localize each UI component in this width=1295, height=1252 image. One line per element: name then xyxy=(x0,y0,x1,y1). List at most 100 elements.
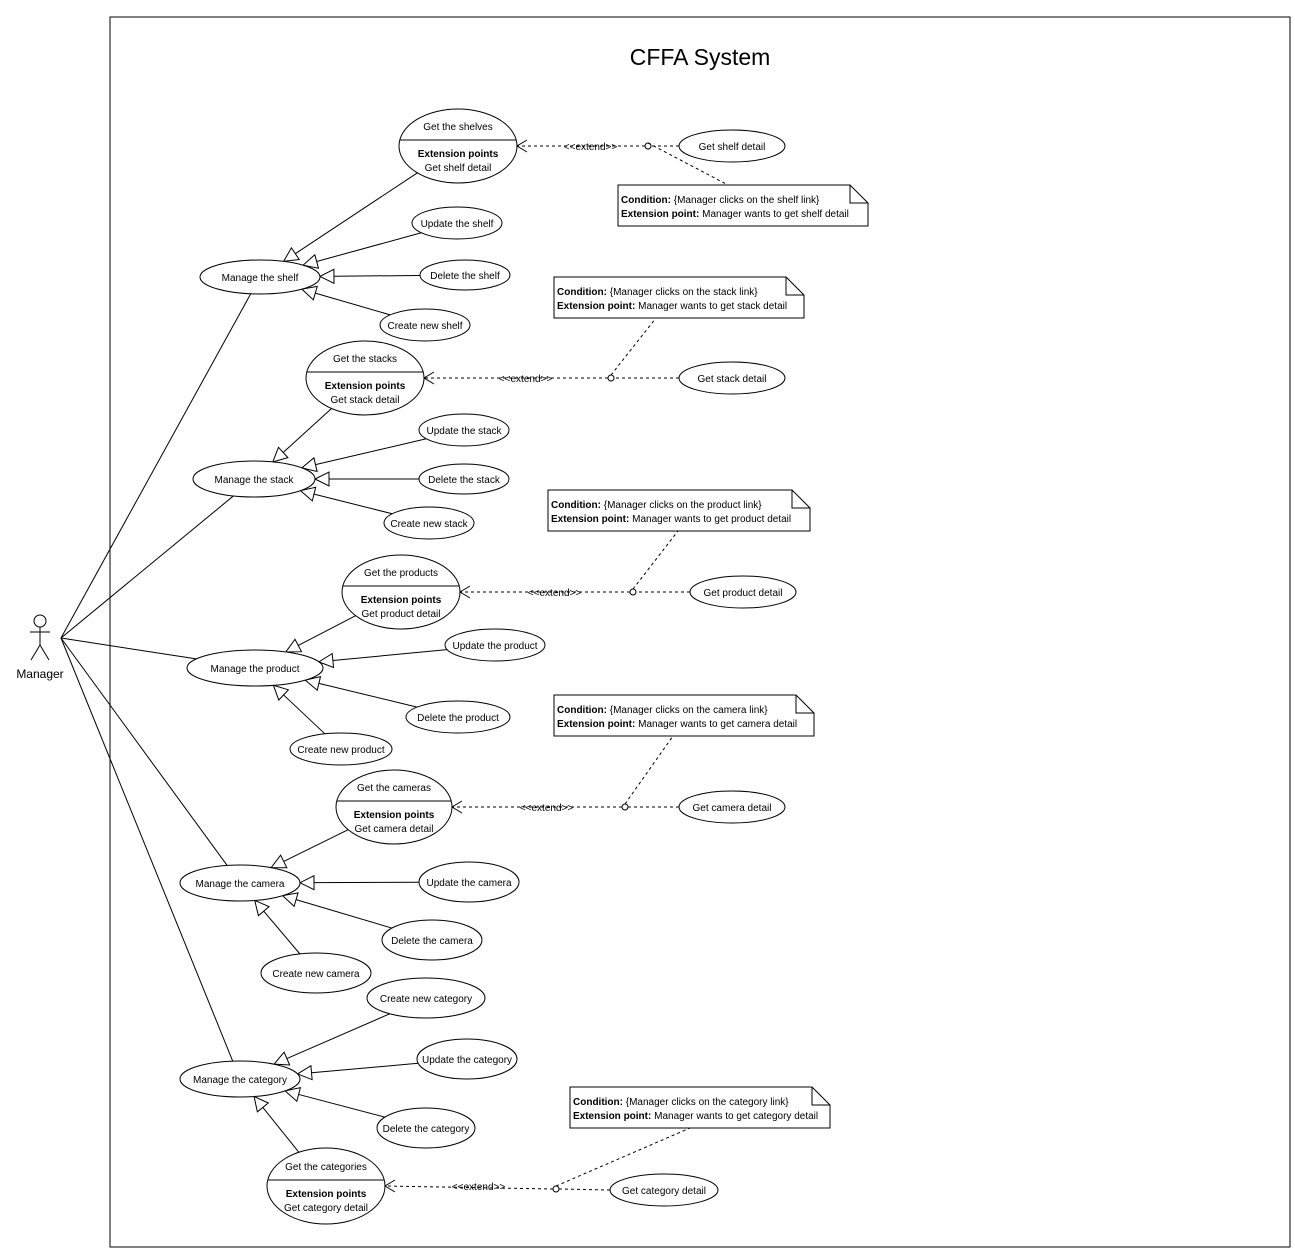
create-new-category-generalization-line xyxy=(286,1013,390,1060)
extend-stereotype-label: <<extend>> xyxy=(528,588,582,599)
actor-head-icon xyxy=(33,614,47,628)
use-case-manage-the-camera-shape xyxy=(179,864,301,902)
use-case-create-new-stack[interactable]: Create new stack xyxy=(383,506,475,540)
use-case-delete-the-shelf[interactable]: Delete the shelf xyxy=(419,259,511,291)
use-case-update-the-shelf[interactable]: Update the shelf xyxy=(411,206,503,240)
use-case-create-new-camera[interactable]: Create new camera xyxy=(260,952,372,994)
use-case-delete-the-camera-label: Delete the camera xyxy=(391,936,473,947)
use-case-delete-the-product[interactable]: Delete the product xyxy=(405,700,511,734)
actor-association-manage-the-category xyxy=(60,637,234,1062)
extend-stereotype-label: <<extend>> xyxy=(564,142,618,153)
use-case-manage-the-stack[interactable]: Manage the stack xyxy=(192,460,316,498)
actor-right-leg-icon xyxy=(39,644,50,661)
use-case-delete-the-shelf-label: Delete the shelf xyxy=(430,271,500,282)
use-case-update-the-product[interactable]: Update the product xyxy=(444,628,546,662)
extension-point-knot-icon xyxy=(552,1185,560,1193)
use-case-name: Get the cameras xyxy=(357,783,431,794)
use-case-update-the-camera-shape xyxy=(418,861,520,903)
extension-point-knot-icon xyxy=(607,374,615,382)
note-extension-label: Extension point: xyxy=(557,301,635,312)
use-case-manage-the-camera[interactable]: Manage the camera xyxy=(179,864,301,902)
use-case-manage-the-category-shape xyxy=(179,1060,301,1098)
use-case-create-new-category[interactable]: Create new category xyxy=(366,977,486,1019)
use-case-delete-the-stack-shape xyxy=(418,463,510,495)
delete-the-shelf-generalization-line xyxy=(333,274,421,277)
system-title: CFFA System xyxy=(630,44,771,70)
use-case-delete-the-category-shape xyxy=(376,1107,476,1149)
use-case-create-new-product-label: Create new product xyxy=(297,745,384,756)
create-new-product-generalization-arrowhead-icon xyxy=(272,684,290,701)
note-condition-label: Condition: xyxy=(551,500,601,511)
delete-the-product-generalization-line xyxy=(318,682,418,708)
update-the-camera-generalization-arrowhead-icon xyxy=(298,874,315,891)
get-the-cameras-generalization-arrowhead-icon xyxy=(270,854,288,869)
use-case-manage-the-stack-shape xyxy=(192,460,316,498)
use-case-update-the-category[interactable]: Update the category xyxy=(416,1038,518,1080)
delete-the-camera-generalization-arrowhead-icon xyxy=(281,892,299,908)
use-case-create-new-stack-shape xyxy=(383,506,475,540)
use-case-get-category-detail-shape xyxy=(609,1173,719,1207)
use-case-update-the-stack-shape xyxy=(418,413,510,447)
extension-points-heading: Extension points xyxy=(354,810,435,821)
note-anchor-line-manage-the-category xyxy=(555,1127,691,1187)
use-case-create-new-category-shape xyxy=(366,977,486,1019)
use-case-delete-the-category[interactable]: Delete the category xyxy=(376,1107,476,1149)
condition-note-manage-the-camera: Condition: {Manager clicks on the camera… xyxy=(553,694,815,737)
use-case-get-category-detail-label: Get category detail xyxy=(622,1186,706,1197)
use-case-create-new-shelf[interactable]: Create new shelf xyxy=(379,308,471,342)
use-case-get-camera-detail[interactable]: Get camera detail xyxy=(678,790,786,824)
use-case-delete-the-camera[interactable]: Delete the camera xyxy=(381,919,483,961)
manager-actor[interactable]: Manager xyxy=(16,614,64,681)
use-case-get-category-detail[interactable]: Get category detail xyxy=(609,1173,719,1207)
update-the-stack-generalization-arrowhead-icon xyxy=(300,456,318,473)
note-extension-text: Manager wants to get shelf detail xyxy=(699,209,849,220)
extension-points-heading: Extension points xyxy=(286,1189,367,1200)
use-case-get-shelf-detail[interactable]: Get shelf detail xyxy=(678,129,786,163)
use-case-delete-the-stack-label: Delete the stack xyxy=(428,475,501,486)
use-case-create-new-shelf-shape xyxy=(379,308,471,342)
use-case-create-new-camera-shape xyxy=(260,952,372,994)
use-case-update-the-camera[interactable]: Update the camera xyxy=(418,861,520,903)
use-case-update-the-product-shape xyxy=(444,628,546,662)
use-case-delete-the-camera-shape xyxy=(381,919,483,961)
use-case-manage-the-product[interactable]: Manage the product xyxy=(186,649,324,687)
use-case-delete-the-stack[interactable]: Delete the stack xyxy=(418,463,510,495)
note-condition-text: {Manager clicks on the product link} xyxy=(601,500,762,511)
use-case-delete-the-category-label: Delete the category xyxy=(383,1124,470,1135)
update-the-stack-generalization-line xyxy=(315,438,427,466)
use-case-delete-the-product-shape xyxy=(405,700,511,734)
use-case-update-the-stack[interactable]: Update the stack xyxy=(418,413,510,447)
extend-line-manage-the-category xyxy=(384,1185,554,1190)
note-shape xyxy=(547,489,811,532)
update-the-shelf-generalization-arrowhead-icon xyxy=(302,253,320,269)
use-case-update-the-shelf-shape xyxy=(411,206,503,240)
use-case-create-new-product[interactable]: Create new product xyxy=(289,732,393,766)
use-case-manage-the-shelf[interactable]: Manage the shelf xyxy=(199,259,321,295)
note-condition-text: {Manager clicks on the stack link} xyxy=(607,287,758,298)
use-case-shape xyxy=(341,554,461,630)
use-case-get-shelf-detail-label: Get shelf detail xyxy=(699,142,766,153)
use-case-name: Get the stacks xyxy=(333,354,397,365)
extension-point-knot-icon xyxy=(621,803,629,811)
note-extension-label: Extension point: xyxy=(621,209,699,220)
use-case-shape xyxy=(335,769,453,845)
note-condition-line: Condition: {Manager clicks on the stack … xyxy=(557,287,758,298)
actor-association-manage-the-camera xyxy=(60,637,228,866)
use-case-manage-the-category[interactable]: Manage the category xyxy=(179,1060,301,1098)
use-case-update-the-shelf-label: Update the shelf xyxy=(421,219,494,230)
extension-point-knot-icon xyxy=(629,588,637,596)
note-shape xyxy=(553,694,815,737)
condition-note-manage-the-category: Condition: {Manager clicks on the catego… xyxy=(569,1086,831,1129)
use-case-create-new-shelf-label: Create new shelf xyxy=(387,321,462,332)
note-anchor-line-manage-the-product xyxy=(632,530,679,590)
actor-association-manage-the-stack xyxy=(60,495,234,639)
use-case-get-shelf-detail-shape xyxy=(678,129,786,163)
use-case-name: Get the categories xyxy=(285,1162,367,1173)
use-case-get-stack-detail[interactable]: Get stack detail xyxy=(678,361,786,395)
use-case-get-product-detail[interactable]: Get product detail xyxy=(689,575,797,609)
